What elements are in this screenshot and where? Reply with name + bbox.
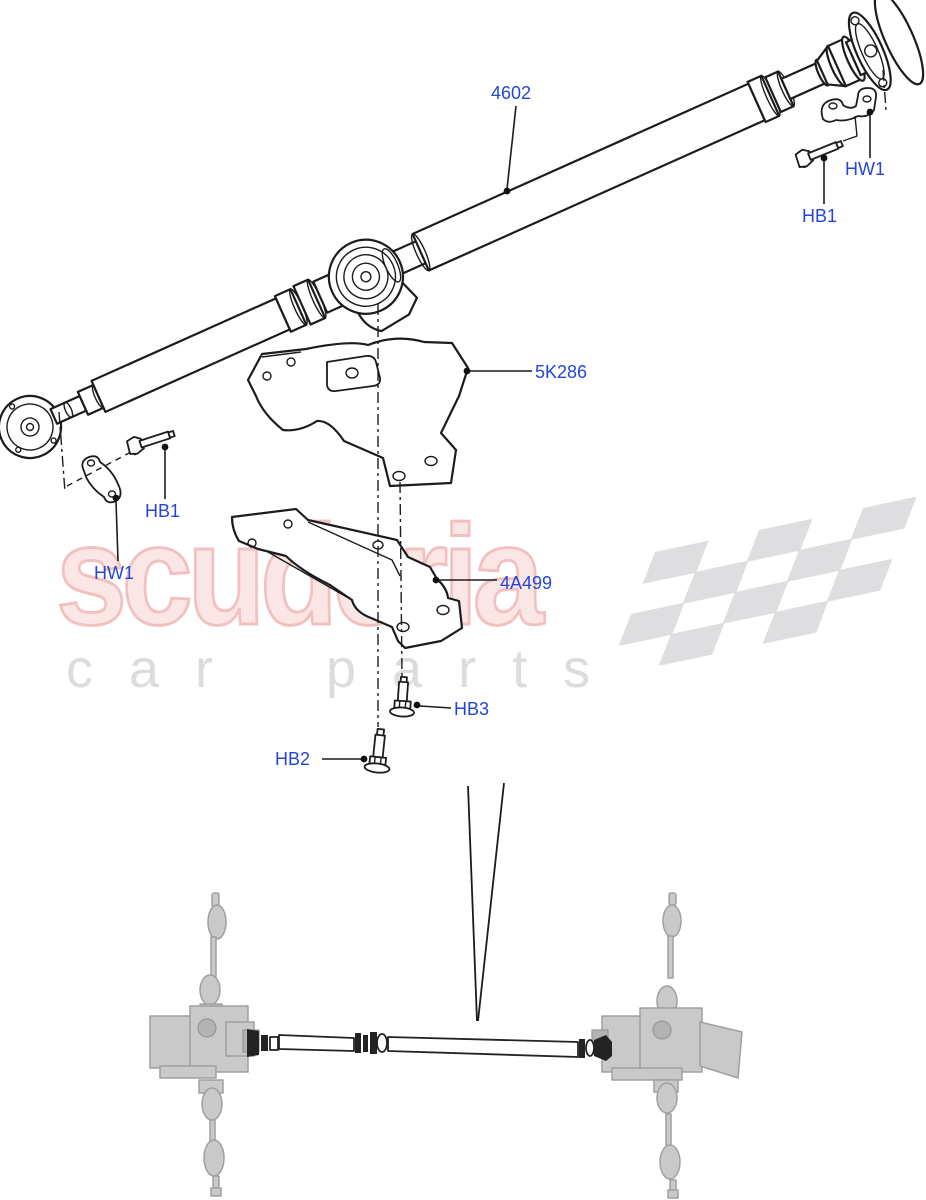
driveshaft-assembly	[0, 0, 925, 460]
part-label-hb3: HB3	[454, 699, 490, 719]
bolt-HB1-rear	[794, 140, 844, 169]
center-bearing	[327, 238, 405, 315]
watermark-flag-icon	[618, 496, 917, 666]
bolt-HB2	[363, 727, 391, 774]
crossmember-bracket-4A499	[230, 507, 464, 650]
leader-lines	[112, 105, 874, 763]
part-label-5k286: 5K286	[535, 362, 588, 382]
strap-HW1-rear	[820, 87, 877, 142]
bolt-HB3	[389, 675, 415, 718]
strap-HW1-front	[81, 455, 122, 504]
locator-cone	[467, 782, 505, 1022]
part-label-hw1-rear: HW1	[845, 159, 885, 179]
front-axle-ghost	[149, 892, 260, 1197]
watermark-tagline-text: car parts	[66, 639, 627, 699]
part-label-hb1-rear: HB1	[802, 206, 838, 226]
drivetrain-overview	[149, 892, 743, 1199]
bolt-HB1-front	[126, 430, 176, 456]
heat-shield-bracket-5K286	[246, 337, 470, 488]
part-label-hw1-front: HW1	[94, 563, 134, 583]
part-label-hb2: HB2	[275, 749, 311, 769]
propshaft-overview	[247, 1029, 612, 1061]
part-label-4602: 4602	[491, 83, 532, 103]
assembly-centerlines	[58, 69, 887, 727]
main-tube	[411, 82, 766, 272]
rear-flange	[814, 0, 925, 92]
part-label-hb1-front: HB1	[145, 501, 181, 521]
part-label-4a499: 4A499	[500, 573, 553, 593]
rear-axle-ghost	[591, 892, 743, 1199]
